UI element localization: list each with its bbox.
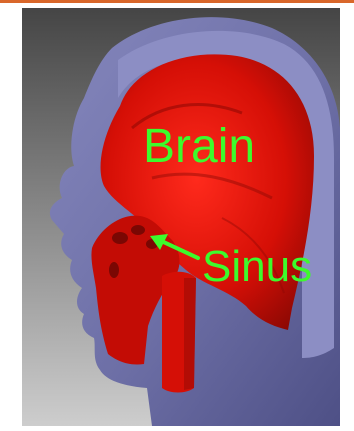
sinus-label: Sinus xyxy=(202,245,312,289)
head-model-figure: Brain Sinus xyxy=(22,8,340,426)
sinus-cavity xyxy=(109,262,119,278)
brain-label: Brain xyxy=(143,123,255,171)
top-accent-rule xyxy=(0,0,354,3)
spinal-column-shade xyxy=(184,278,196,390)
sinus-cavity xyxy=(131,225,145,235)
sinus-cavity xyxy=(112,232,128,244)
head-model-render xyxy=(22,8,340,426)
